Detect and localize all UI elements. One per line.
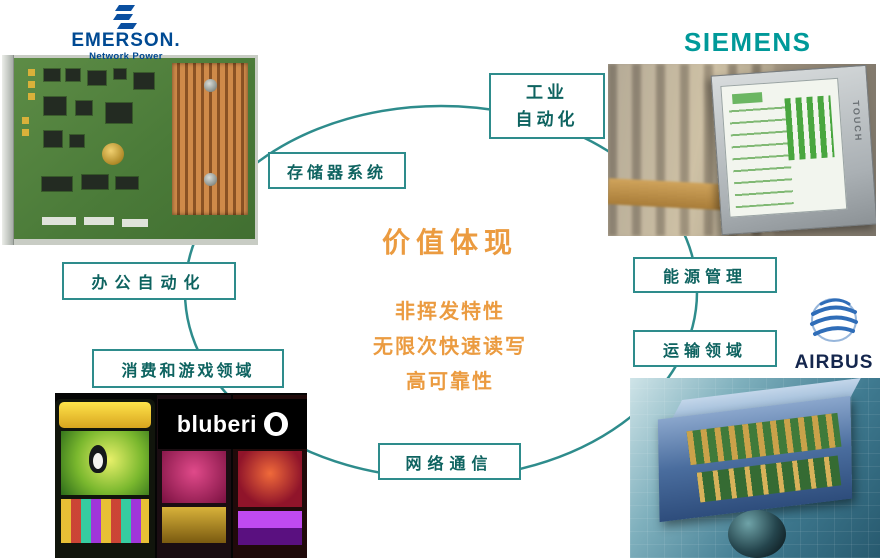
node-network-communication: 网络通信 (378, 443, 521, 480)
machine-screen (238, 451, 302, 507)
chip (134, 73, 154, 89)
node-label: 工业 (526, 83, 568, 102)
chip (42, 177, 72, 191)
node-label: 自动化 (515, 110, 579, 129)
hmi-touch-panel: TOUCH (710, 64, 876, 236)
chip (76, 101, 92, 115)
node-memory-system: 存储器系统 (268, 152, 406, 189)
node-label: 办公自动化 (91, 275, 207, 292)
node-label: 消费和游戏领域 (121, 362, 255, 380)
chip (70, 135, 84, 147)
heatsink-screw (204, 79, 217, 92)
chip (116, 177, 138, 189)
value-line-3: 高可靠性 (406, 371, 494, 393)
node-label: 运输领域 (662, 342, 747, 360)
panel-side-label: TOUCH (850, 100, 864, 143)
capacitor (28, 93, 35, 100)
penguin-character (89, 445, 107, 473)
node-label: 存储器系统 (286, 164, 387, 182)
center-title: 价值体现 (381, 227, 518, 258)
node-office-automation: 办公自动化 (62, 262, 236, 300)
emerson-logo: EMERSON. Network Power (56, 4, 196, 68)
airbus-logo: AIRBUS (788, 294, 880, 374)
bluberi-icon (264, 412, 289, 436)
ic-label (84, 217, 114, 225)
ic-label (122, 219, 148, 227)
slot-machine (55, 399, 155, 558)
heatsink-screw (204, 173, 217, 186)
node-consumer-gaming: 消费和游戏领域 (92, 349, 284, 388)
capacitor (28, 81, 35, 88)
chip (114, 69, 126, 79)
machine-reels (238, 511, 302, 545)
machine-sign (59, 402, 151, 428)
hmi-screen (720, 77, 848, 218)
value-line-2: 无限次快速读写 (373, 336, 527, 358)
value-line-1: 非挥发特性 (395, 301, 505, 323)
capacitor (22, 117, 29, 124)
emerson-board-image (2, 55, 258, 245)
machine-reels (61, 499, 149, 543)
node-energy-management: 能源管理 (633, 257, 777, 293)
siemens-factory-image: TOUCH (608, 64, 876, 236)
slot-machines-image: bluberi (55, 393, 307, 558)
node-transportation: 运输领域 (633, 330, 777, 367)
node-label: 网络通信 (405, 455, 494, 473)
chip (88, 71, 106, 85)
schematic-block (731, 92, 763, 105)
gold-component (102, 143, 124, 165)
airbus-equipment-image (630, 378, 880, 558)
schematic-lines (728, 104, 794, 209)
bluberi-wordmark: bluberi (176, 410, 258, 437)
dark-sphere (728, 510, 786, 558)
bluberi-logo: bluberi (158, 399, 307, 449)
siemens-logo: SIEMENS (684, 27, 812, 57)
chip (44, 97, 66, 115)
chip (106, 103, 132, 123)
emerson-wordmark: EMERSON. (71, 30, 181, 51)
capacitor (28, 69, 35, 76)
machine-screen (162, 451, 226, 503)
chip (44, 131, 62, 147)
ic-label (42, 217, 76, 225)
center-value-lines: 非挥发特性 无限次快速读写 高可靠性 (300, 295, 600, 400)
node-label: 能源管理 (662, 269, 747, 286)
chip (44, 69, 60, 81)
chip (66, 69, 80, 81)
schematic-bars (784, 95, 835, 161)
emerson-subtitle: Network Power (89, 51, 163, 62)
chip (82, 175, 108, 189)
machine-reels (162, 507, 226, 543)
capacitor (22, 129, 29, 136)
node-industrial-automation: 工业 自动化 (489, 73, 605, 139)
airbus-logo-icon (810, 298, 858, 342)
airbus-wordmark: AIRBUS (794, 352, 874, 373)
emerson-logo-icon (113, 5, 137, 29)
board-front-panel (2, 55, 14, 245)
